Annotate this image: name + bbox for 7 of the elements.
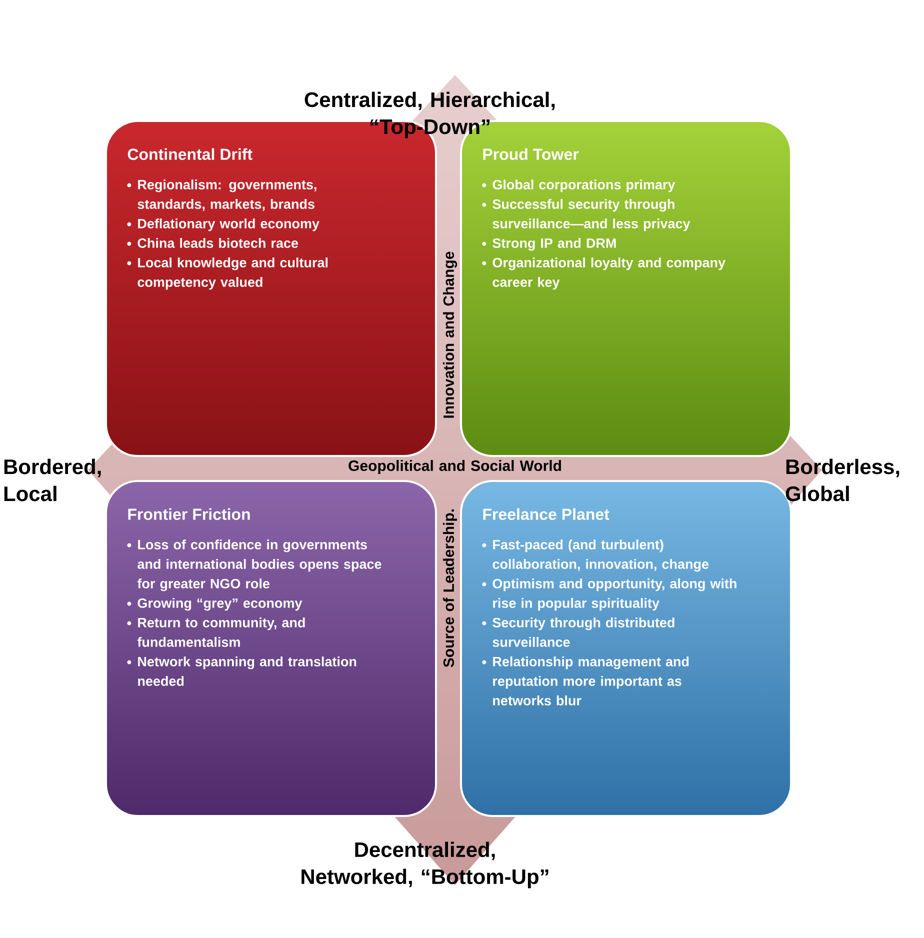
axis-label: Decentralized, Networked, “Bottom-Up”	[302, 842, 548, 888]
axis-label: Centralized, Hierarchical, “Top-Down”	[304, 92, 555, 138]
scenario-box: Frontier Friction Loss of confidence in governments and international bodies opens space for greater NGO role Growing “grey” economy Return to community, and fundamentalism Network spanning and translation needed	[105, 480, 437, 817]
axis-label: Innovation and Change	[442, 252, 458, 418]
center-label: Geopolitical and Social World	[348, 460, 561, 474]
axis-label: Bordered, Local	[4, 458, 101, 502]
axis-label: Source of Leadership.	[443, 509, 457, 668]
